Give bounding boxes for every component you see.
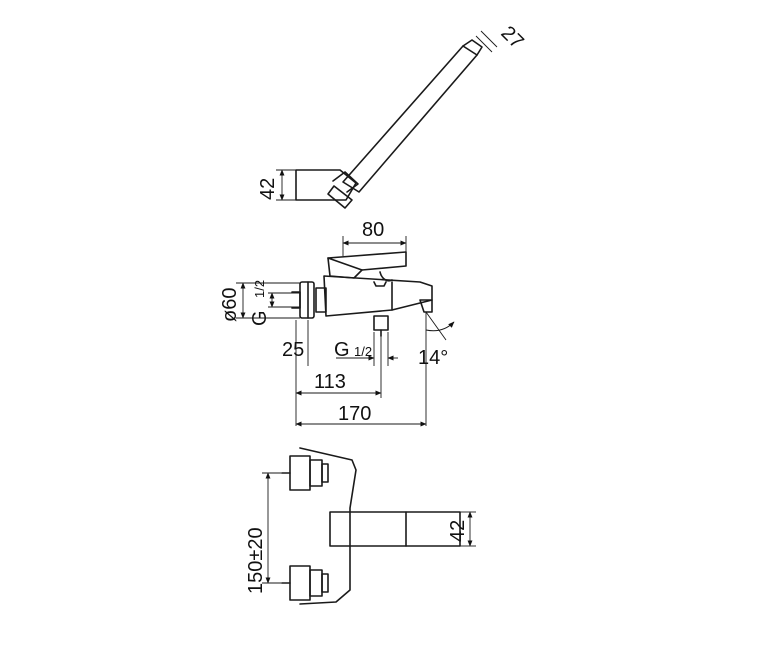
shower-holder bbox=[295, 169, 357, 201]
side-view: 80 ø60 G 1/2 25 bbox=[219, 219, 455, 427]
hand-shower-view: 42 27 bbox=[257, 22, 528, 209]
dim-inlet-thread-g: G bbox=[249, 310, 271, 326]
dim-outlet-thread-fraction: 1/2 bbox=[354, 344, 372, 359]
upper-inlet bbox=[281, 455, 329, 491]
dim-length-113: 113 bbox=[314, 371, 346, 393]
dim-centers: 150±20 bbox=[245, 527, 267, 594]
mixer-lever bbox=[327, 251, 407, 271]
front-spout bbox=[329, 511, 461, 547]
lower-inlet bbox=[281, 565, 329, 601]
dim-hand-shower-width: 27 bbox=[496, 22, 527, 53]
dim-length-170: 170 bbox=[338, 403, 371, 425]
mixer-body bbox=[323, 275, 433, 317]
dim-diameter: ø60 bbox=[219, 288, 241, 322]
front-view: 150±20 42 bbox=[245, 447, 476, 605]
dim-spout-height: 42 bbox=[447, 520, 469, 542]
dim-lever-width: 80 bbox=[362, 219, 384, 241]
front-body bbox=[299, 447, 357, 605]
dim-inlet-thread-fraction: 1/2 bbox=[252, 280, 267, 298]
dim-angle: 14° bbox=[418, 347, 448, 369]
dim-holder-height: 42 bbox=[257, 178, 279, 200]
dim-outlet-thread-g: G bbox=[334, 339, 350, 361]
dim-offset-25: 25 bbox=[282, 339, 304, 361]
hand-shower-handle bbox=[342, 45, 478, 193]
